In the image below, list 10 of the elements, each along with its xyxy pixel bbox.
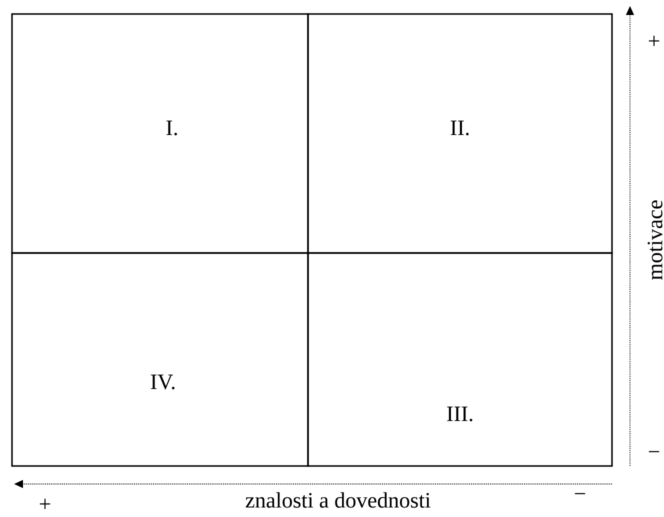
- sign-label: −: [574, 493, 586, 494]
- sign-label: −: [648, 451, 660, 452]
- axis-label: motivace: [648, 200, 662, 280]
- quadrant-box: II.: [307, 13, 613, 254]
- quadrant-box: III.: [307, 252, 613, 467]
- quadrant-box: IV.: [11, 252, 309, 467]
- quadrant-box: I.: [11, 13, 309, 254]
- sign-label: +: [40, 498, 50, 510]
- axis-label: znalosti a dovednosti: [246, 492, 430, 508]
- sign-label: +: [648, 36, 660, 46]
